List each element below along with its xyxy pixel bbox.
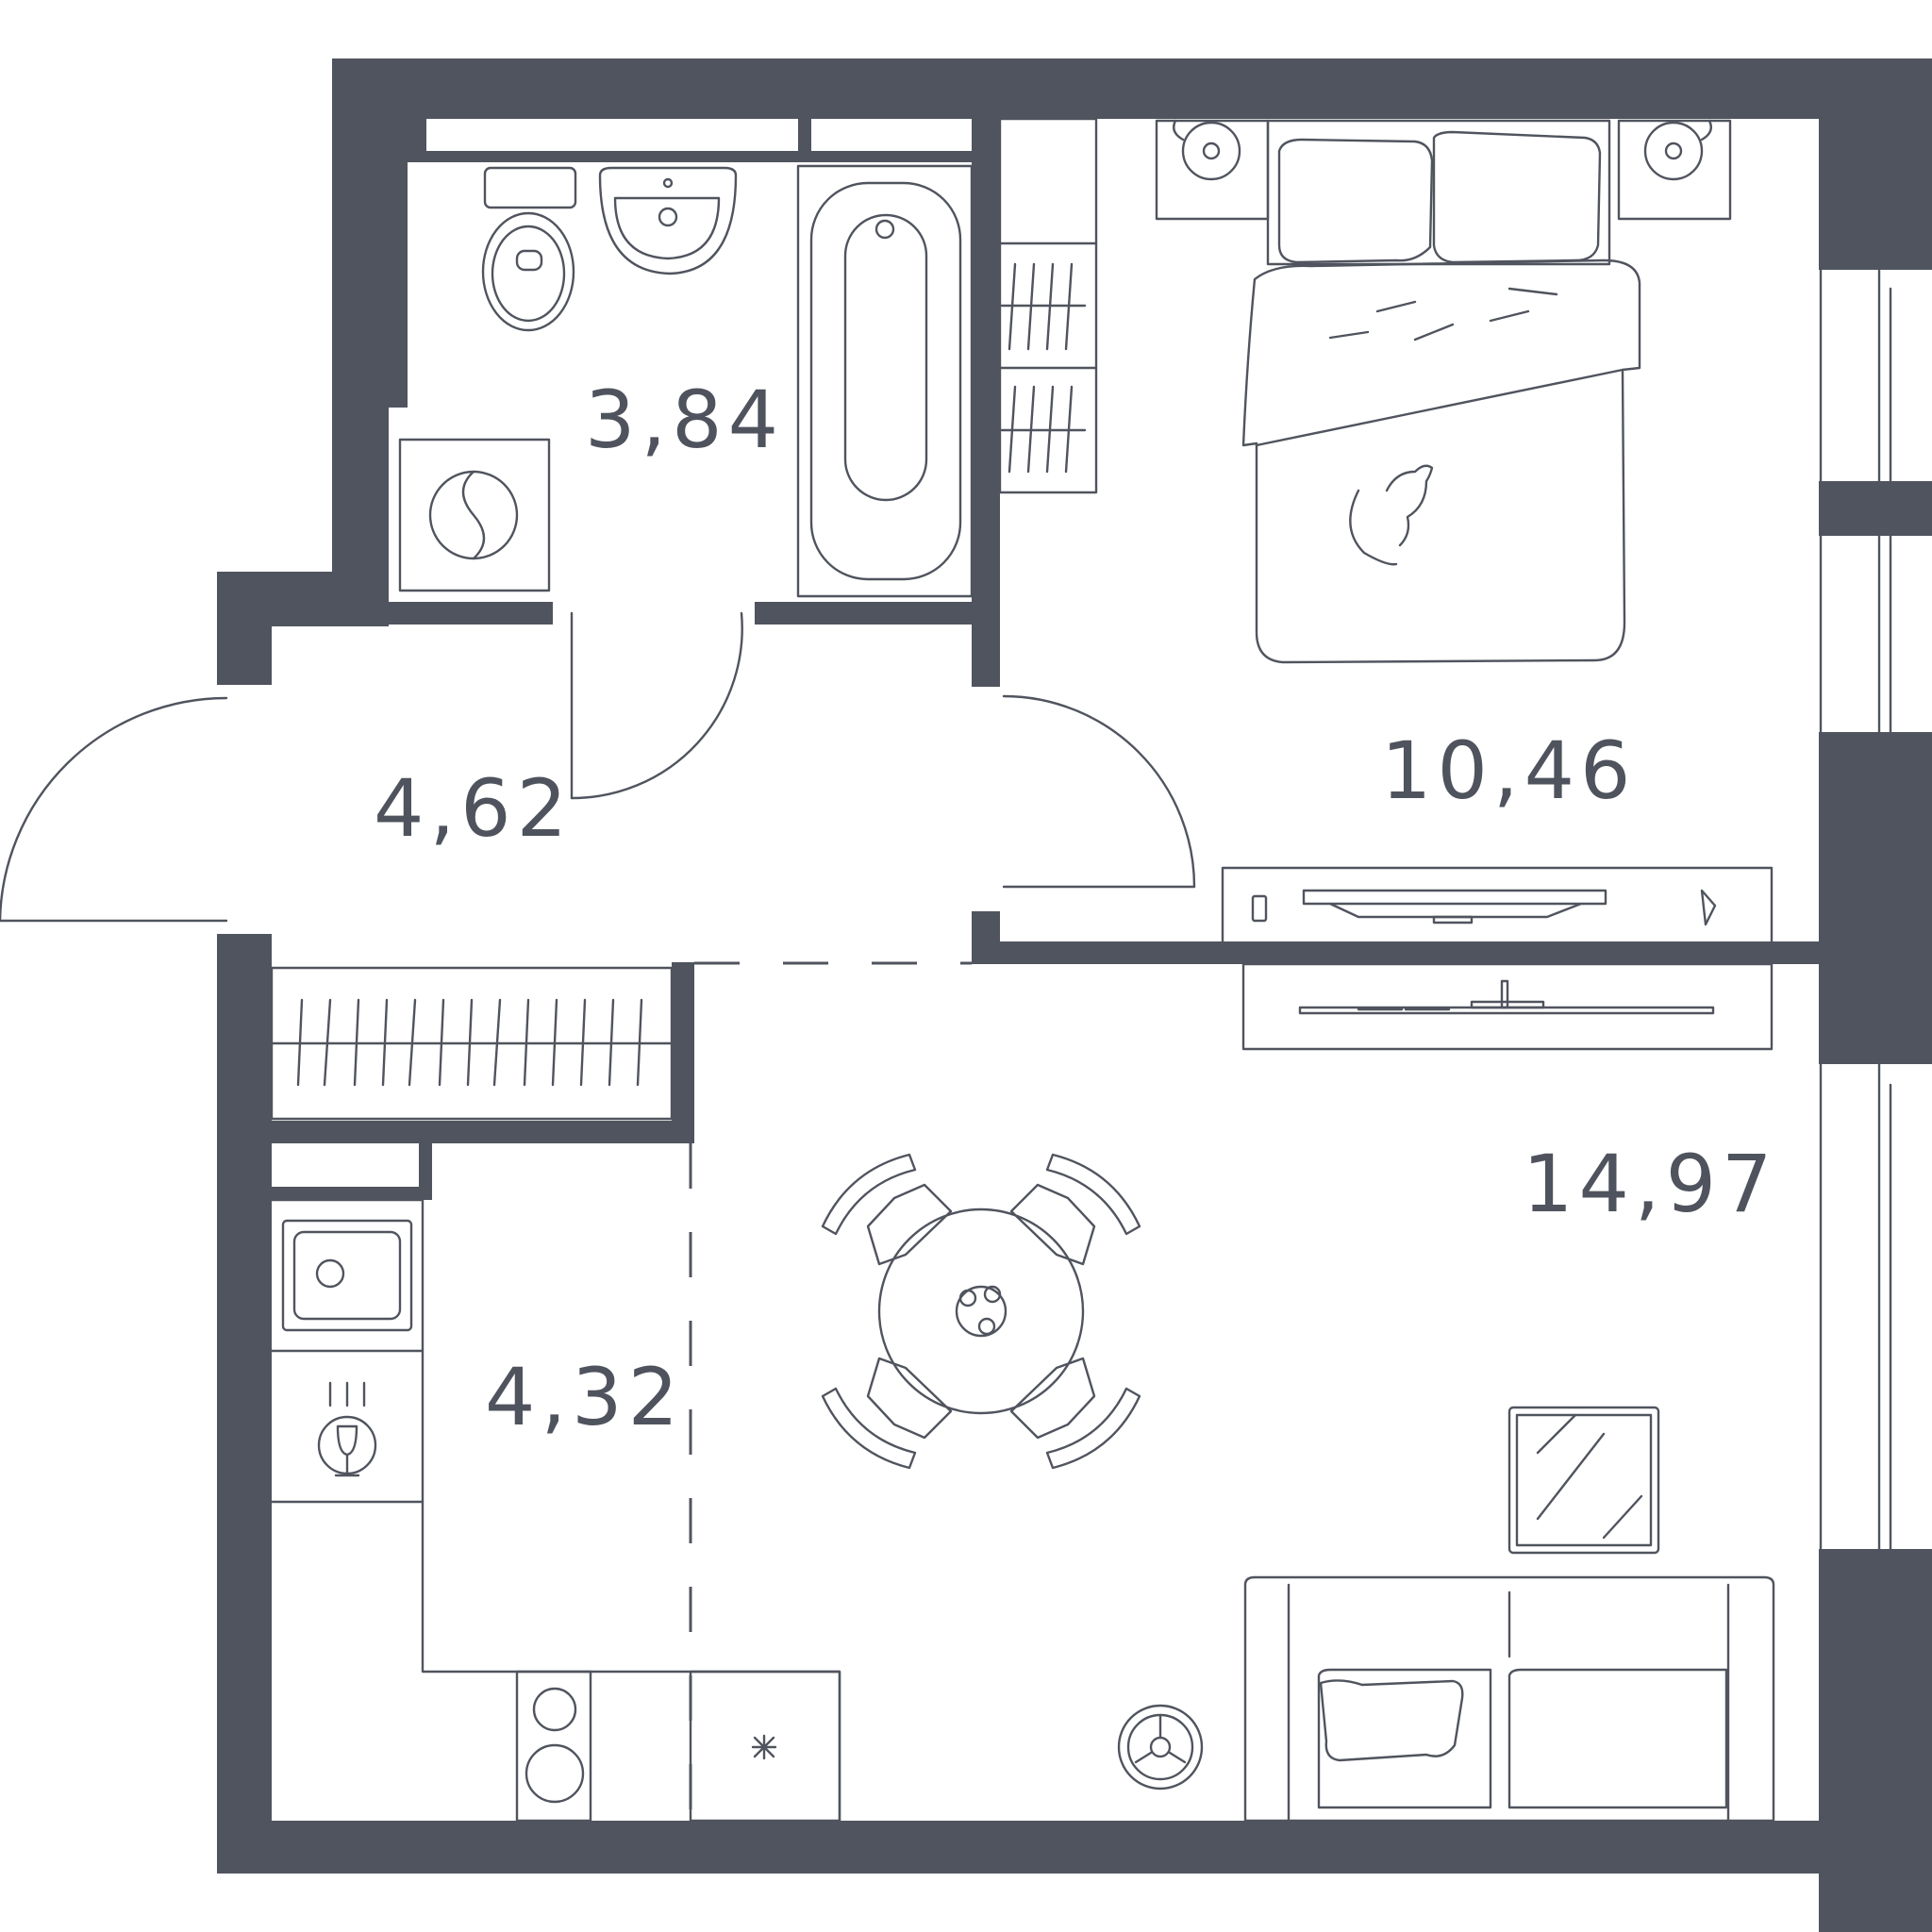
doors [0, 611, 1196, 923]
hall-wardrobe [270, 966, 674, 1121]
hallway-area-label: 4,62 [374, 762, 573, 855]
kitchen-area-label: 4,32 [485, 1351, 684, 1443]
living-furniture [821, 962, 1775, 1823]
bedroom-area-label: 10,46 [1381, 724, 1636, 817]
living-room-area-label: 14,97 [1523, 1138, 1777, 1230]
bathroom-fixtures [398, 117, 1098, 598]
walls [217, 58, 1932, 1932]
kitchen-fixtures [270, 1198, 841, 1823]
windows [1819, 268, 1932, 1551]
bedroom-furniture [1155, 119, 1774, 945]
bathroom-area-label: 3,84 [585, 374, 784, 466]
